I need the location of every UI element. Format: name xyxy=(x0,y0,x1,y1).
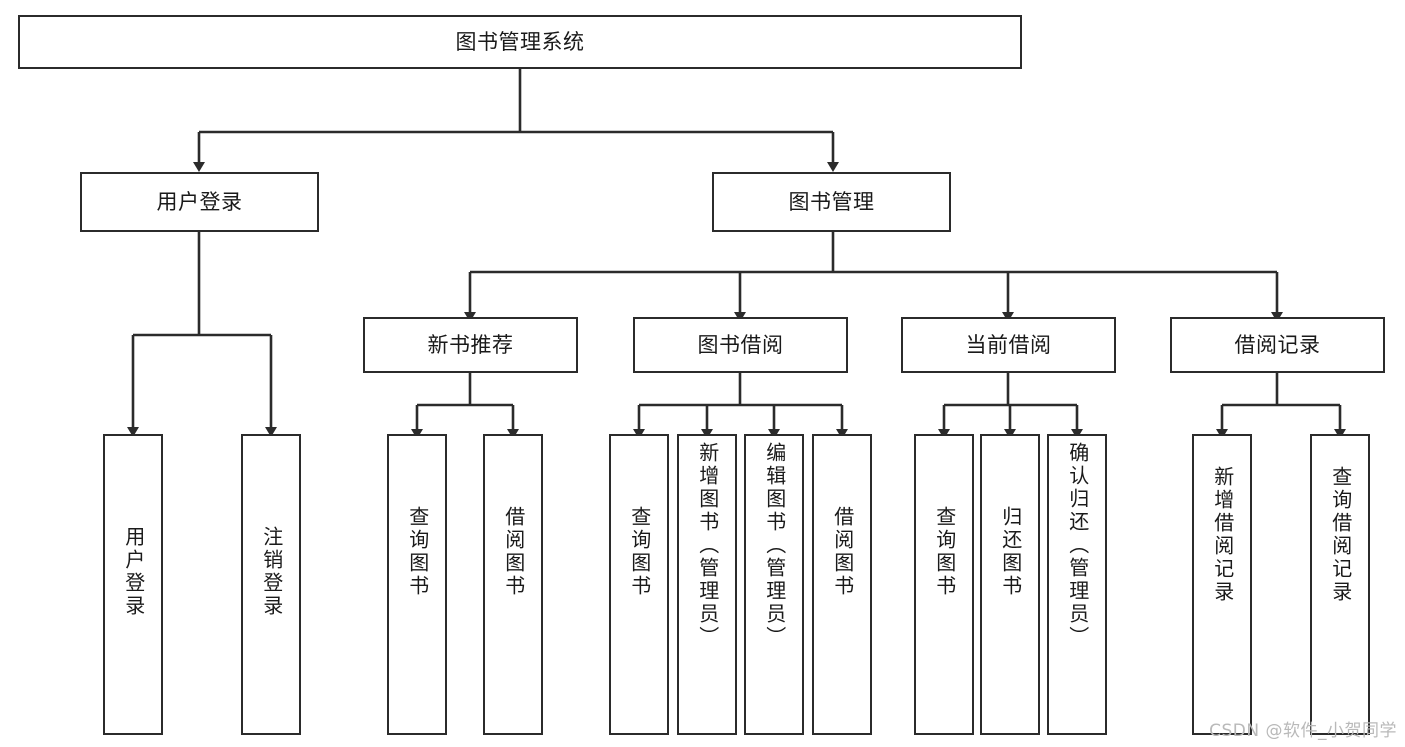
node-leaf-add-record-label: 新增借阅记录 xyxy=(1210,466,1235,604)
node-leaf-borrow-book-2[interactable]: 借阅图书 xyxy=(812,434,872,735)
node-leaf-user-login[interactable]: 用户登录 xyxy=(103,434,163,735)
node-leaf-query-book-2-label: 查询图书 xyxy=(627,506,652,598)
node-leaf-edit-book[interactable]: 编辑图书（管理员） xyxy=(744,434,804,735)
node-leaf-query-record[interactable]: 查询借阅记录 xyxy=(1310,434,1370,735)
node-leaf-add-book[interactable]: 新增图书（管理员） xyxy=(677,434,737,735)
node-leaf-user-logout-label: 注销登录 xyxy=(259,526,284,618)
node-new-book-recommend-label: 新书推荐 xyxy=(427,332,514,357)
node-leaf-user-login-label: 用户登录 xyxy=(121,526,146,618)
watermark-text: CSDN @软件_小贺同学 xyxy=(1209,721,1397,741)
node-leaf-confirm-return[interactable]: 确认归还（管理员） xyxy=(1047,434,1107,735)
node-book-manage-label: 图书管理 xyxy=(788,189,875,214)
node-leaf-confirm-return-label: 确认归还（管理员） xyxy=(1065,442,1090,649)
node-book-borrow-label: 图书借阅 xyxy=(697,332,784,357)
node-leaf-query-book-2[interactable]: 查询图书 xyxy=(609,434,669,735)
node-borrow-record-label: 借阅记录 xyxy=(1234,332,1321,357)
node-leaf-query-book-1-label: 查询图书 xyxy=(405,506,430,598)
node-user-login[interactable]: 用户登录 xyxy=(80,172,319,232)
node-current-borrow-label: 当前借阅 xyxy=(965,332,1052,357)
node-leaf-query-book-3[interactable]: 查询图书 xyxy=(914,434,974,735)
node-leaf-return-book[interactable]: 归还图书 xyxy=(980,434,1040,735)
node-leaf-add-record[interactable]: 新增借阅记录 xyxy=(1192,434,1252,735)
node-leaf-query-book-1[interactable]: 查询图书 xyxy=(387,434,447,735)
node-leaf-query-book-3-label: 查询图书 xyxy=(932,506,957,598)
node-leaf-query-record-label: 查询借阅记录 xyxy=(1328,466,1353,604)
node-leaf-edit-book-label: 编辑图书（管理员） xyxy=(762,442,787,649)
node-leaf-return-book-label: 归还图书 xyxy=(998,506,1023,598)
node-borrow-record[interactable]: 借阅记录 xyxy=(1170,317,1385,373)
node-root-label: 图书管理系统 xyxy=(455,29,585,54)
node-book-borrow[interactable]: 图书借阅 xyxy=(633,317,848,373)
node-leaf-user-logout[interactable]: 注销登录 xyxy=(241,434,301,735)
node-leaf-borrow-book-1-label: 借阅图书 xyxy=(501,506,526,598)
node-user-login-label: 用户登录 xyxy=(156,189,243,214)
node-leaf-borrow-book-2-label: 借阅图书 xyxy=(830,506,855,598)
node-leaf-add-book-label: 新增图书（管理员） xyxy=(695,442,720,649)
node-current-borrow[interactable]: 当前借阅 xyxy=(901,317,1116,373)
node-book-manage[interactable]: 图书管理 xyxy=(712,172,951,232)
node-root[interactable]: 图书管理系统 xyxy=(18,15,1022,69)
node-leaf-borrow-book-1[interactable]: 借阅图书 xyxy=(483,434,543,735)
node-new-book-recommend[interactable]: 新书推荐 xyxy=(363,317,578,373)
